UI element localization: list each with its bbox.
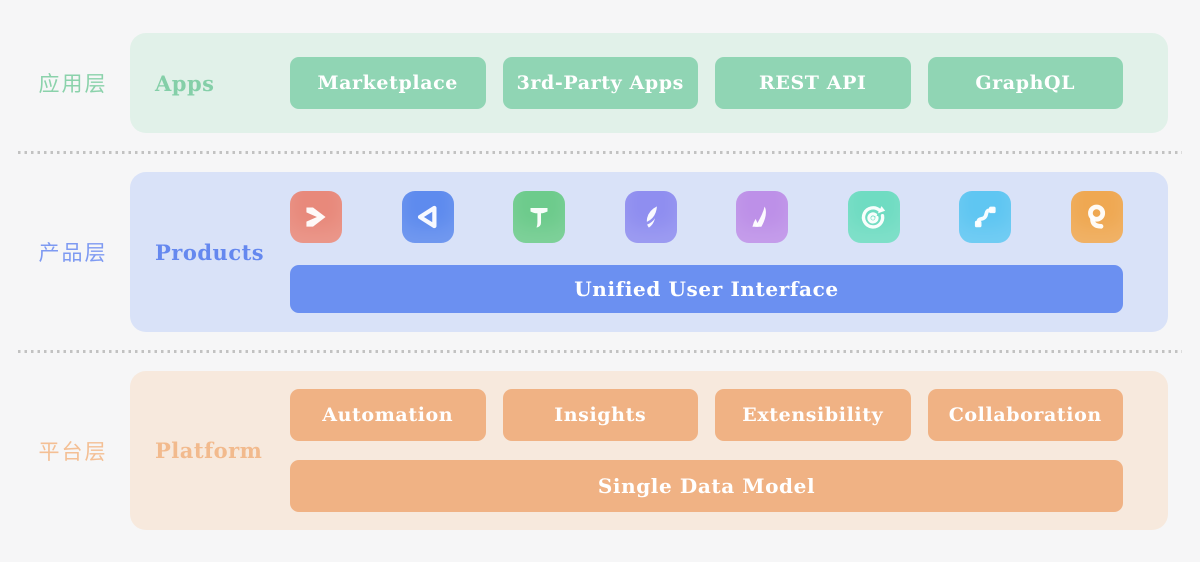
apps-layer-side-label: 应用层 xyxy=(38,72,108,96)
platform-layer-side-label: 平台层 xyxy=(38,439,108,464)
apps-chip-row: Marketplace 3rd-Party Apps REST API Grap… xyxy=(290,57,1123,109)
chip-3rd-party-apps: 3rd-Party Apps xyxy=(502,57,698,109)
feather-icon xyxy=(624,191,677,243)
platform-stack: Automation Insights Extensibility Collab… xyxy=(290,389,1123,512)
chip-automation: Automation xyxy=(290,389,486,441)
mountain-a-icon xyxy=(736,191,789,243)
products-stack: Unified User Interface xyxy=(290,191,1123,313)
products-layer-section: 产品层 Products xyxy=(0,172,1200,332)
apps-panel-title: Apps xyxy=(155,70,215,96)
chip-marketplace: Marketplace xyxy=(290,57,486,109)
chevron-arrow-icon xyxy=(290,191,342,243)
chip-extensibility: Extensibility xyxy=(715,389,911,441)
chip-collaboration: Collaboration xyxy=(927,389,1123,441)
products-layer-side-label: 产品层 xyxy=(38,241,108,265)
platform-panel-title: Platform xyxy=(155,438,263,463)
platform-layer-section: 平台层 Platform Automation Insights Extensi… xyxy=(0,371,1200,530)
letter-t-icon xyxy=(513,191,566,243)
target-arrow-icon xyxy=(847,191,900,243)
connector-flow-icon xyxy=(959,191,1012,243)
dotted-divider xyxy=(18,350,1182,353)
apps-layer-section: 应用层 Apps Marketplace 3rd-Party Apps REST… xyxy=(0,33,1200,133)
unified-user-interface-bar: Unified User Interface xyxy=(290,265,1123,313)
products-panel: Products xyxy=(130,172,1168,332)
chip-rest-api: REST API xyxy=(715,57,911,109)
magnifier-q-icon xyxy=(1070,191,1123,243)
chip-insights: Insights xyxy=(502,389,698,441)
product-icons-row xyxy=(290,191,1123,243)
single-data-model-bar: Single Data Model xyxy=(290,460,1123,512)
platform-panel: Platform Automation Insights Extensibili… xyxy=(130,371,1168,530)
apps-panel: Apps Marketplace 3rd-Party Apps REST API… xyxy=(130,33,1168,133)
dotted-divider xyxy=(18,151,1182,154)
products-panel-title: Products xyxy=(155,239,265,265)
triangle-play-icon xyxy=(401,191,454,243)
platform-chip-row: Automation Insights Extensibility Collab… xyxy=(290,389,1123,441)
chip-graphql: GraphQL xyxy=(927,57,1123,109)
